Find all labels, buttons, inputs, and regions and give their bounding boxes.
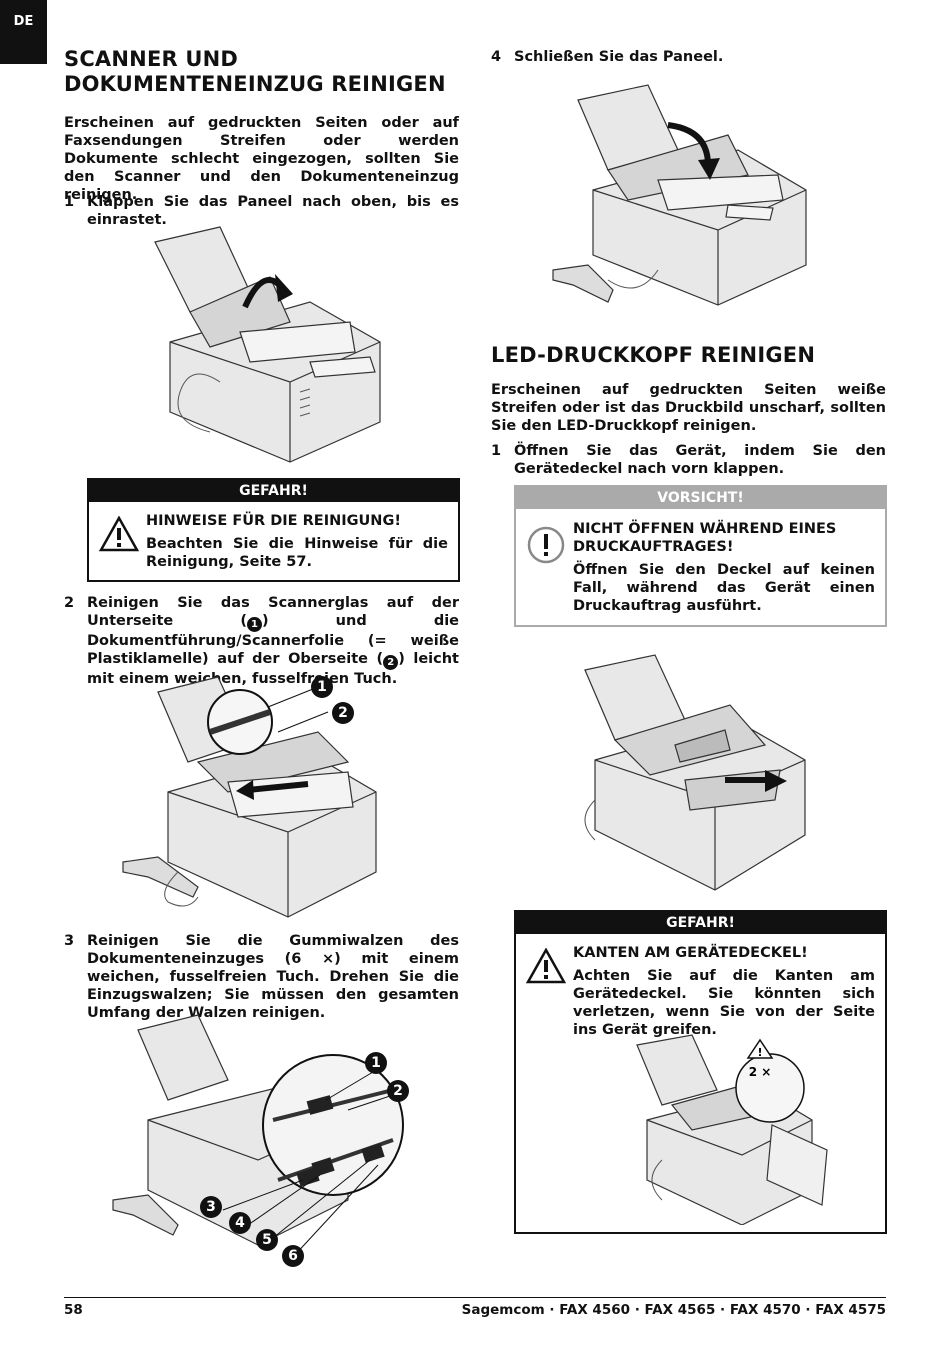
caution-box-print-job: VORSICHT! NICHT ÖFFNEN WÄHREND EINES DRU… <box>514 485 887 627</box>
scanner-step-1: 1 Klappen Sie das Paneel nach oben, bis … <box>64 193 459 229</box>
fax-open-cover-illustration <box>565 650 810 895</box>
scanner-step-3: 3 Reinigen Sie die Gummiwalzen des Dokum… <box>64 932 459 1022</box>
scanner-step-4: 4 Schließen Sie das Paneel. <box>491 48 886 66</box>
fax-panel-open-illustration <box>150 222 390 467</box>
fig3-callout-2: 2 <box>387 1080 409 1102</box>
scanner-intro: Erscheinen auf gedruckten Seiten oder au… <box>64 115 459 203</box>
danger-title: KANTEN AM GERÄTEDECKEL! <box>573 945 808 961</box>
section-heading-scanner: SCANNER UND DOKUMENTENEINZUG REINIGEN <box>64 47 459 97</box>
fig2-callout-1: 1 <box>311 676 333 698</box>
footer-rule <box>64 1297 886 1298</box>
warning-count-label: 2 × <box>749 1065 772 1079</box>
fig3-callout-4: 4 <box>229 1212 251 1234</box>
step-number: 4 <box>491 49 502 65</box>
step-text: Öffnen Sie das Gerät, indem Sie den Gerä… <box>514 443 886 477</box>
step-number: 3 <box>64 933 75 949</box>
step2-part-b: ) und die Dokumentführung/Scannerfolie (… <box>87 613 459 667</box>
danger-header: GEFAHR! <box>516 912 885 934</box>
svg-text:!: ! <box>757 1046 762 1059</box>
footer-product-line: Sagemcom · FAX 4560 · FAX 4565 · FAX 457… <box>461 1302 886 1318</box>
warning-triangle-icon <box>98 515 140 556</box>
heading-line-2: DOKUMENTENEINZUG REINIGEN <box>64 72 446 96</box>
led-intro: Erscheinen auf gedruckten Seiten weiße S… <box>491 382 886 434</box>
fig3-callout-1: 1 <box>365 1052 387 1074</box>
danger-body: Beachten Sie die Hinweise für die Reinig… <box>146 536 448 570</box>
page-number: 58 <box>64 1302 83 1318</box>
step-number: 1 <box>491 443 502 459</box>
caution-header: VORSICHT! <box>516 487 885 509</box>
caution-title: NICHT ÖFFNEN WÄHREND EINES DRUCKAUFTRAGE… <box>573 521 837 555</box>
step-text: Reinigen Sie die Gummiwalzen des Dokumen… <box>87 933 459 1021</box>
callout-1-inline: 1 <box>246 617 262 632</box>
danger-box-cleaning: GEFAHR! HINWEISE FÜR DIE REINIGUNG! Beac… <box>87 478 460 582</box>
led-step-1: 1 Öffnen Sie das Gerät, indem Sie den Ge… <box>491 442 886 478</box>
step2-part-a: Reinigen Sie das Scannerglas auf der Unt… <box>87 595 459 629</box>
cover-edges-illustration: ! 2 × <box>632 1030 832 1225</box>
fig2-callout-2: 2 <box>332 702 354 724</box>
step-text: Reinigen Sie das Scannerglas auf der Unt… <box>87 594 459 688</box>
step-number: 2 <box>64 595 75 611</box>
caution-body: Öffnen Sie den Deckel auf keinen Fall, w… <box>573 562 875 614</box>
danger-body: Achten Sie auf die Kanten am Gerätedecke… <box>573 968 875 1038</box>
heading-line-1: SCANNER UND <box>64 47 239 71</box>
scanner-glass-illustration <box>118 672 378 922</box>
fig3-callout-5: 5 <box>256 1229 278 1251</box>
step-text: Klappen Sie das Paneel nach oben, bis es… <box>87 194 459 228</box>
step-number: 1 <box>64 194 75 210</box>
danger-header: GEFAHR! <box>89 480 458 502</box>
fig3-callout-3: 3 <box>200 1196 222 1218</box>
scanner-step-2: 2 Reinigen Sie das Scannerglas auf der U… <box>64 594 459 688</box>
section-heading-led: LED-DRUCKKOPF REINIGEN <box>491 343 816 367</box>
callout-2-inline: 2 <box>383 655 399 670</box>
danger-title: HINWEISE FÜR DIE REINIGUNG! <box>146 513 401 529</box>
warning-triangle-icon <box>525 947 567 988</box>
document-feeder-rollers-illustration <box>108 1010 408 1270</box>
fig3-callout-6: 6 <box>282 1245 304 1267</box>
caution-exclamation-icon <box>526 525 566 569</box>
step-text: Schließen Sie das Paneel. <box>514 49 724 65</box>
fax-panel-close-illustration <box>548 80 808 310</box>
language-tab: DE <box>0 0 47 64</box>
danger-box-cover-edges: GEFAHR! KANTEN AM GERÄTEDECKEL! Achten S… <box>514 910 887 1234</box>
